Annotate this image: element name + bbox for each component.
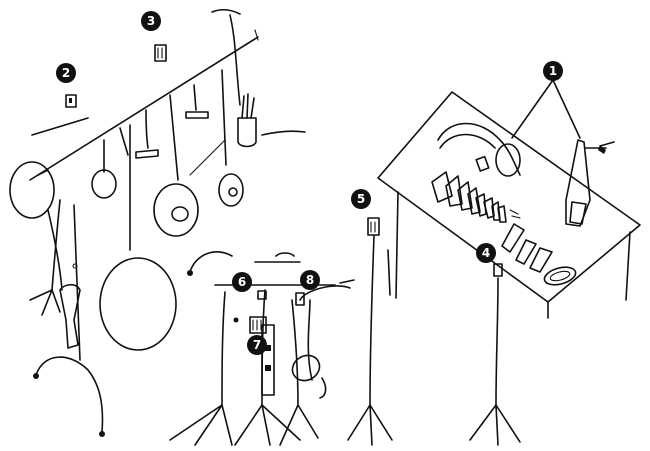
svg-text:5: 5 [357,192,365,206]
speaker-6 [257,290,267,300]
marker-2: 2 [56,63,76,83]
marker-8: 8 [300,270,320,290]
curved-handle [437,122,521,177]
marker-5: 5 [351,189,371,209]
round-pan [99,124,177,351]
vase [59,283,81,349]
svg-text:3: 3 [147,14,155,28]
sieve [91,139,117,199]
svg-text:4: 4 [482,246,490,260]
stand-5 [347,217,393,446]
control-column [261,324,275,396]
speaker-table [475,155,490,172]
svg-text:2: 2 [62,66,70,80]
speaker-8 [295,292,305,306]
marker-6: 6 [232,272,252,292]
small-pan [218,69,244,207]
utensil-holder [237,93,306,148]
svg-text:1: 1 [549,64,557,78]
speaker-3 [154,44,167,62]
spatula [185,84,209,119]
utensil-rack [9,9,306,437]
plates [501,223,553,273]
speaker-2 [65,94,77,108]
svg-text:7: 7 [253,338,261,352]
marker-1: 1 [543,61,563,81]
rack-rail-left-bracket [31,117,89,136]
graduated-blocks [431,171,521,223]
rack-rail [29,36,259,181]
oval-dish [543,266,577,286]
bottle [565,139,615,227]
marker-3: 3 [141,11,161,31]
marker-7: 7 [247,335,267,355]
left-stand [29,199,81,361]
tabletop [377,91,641,303]
speaker-7 [249,316,267,334]
ladle [135,109,159,159]
hand-mixer [291,279,355,399]
frying-pan-left [9,161,63,291]
skimmer [153,94,199,237]
rack-hanger-line [229,14,241,106]
table [377,79,641,446]
svg-text:8: 8 [306,273,314,287]
cable-left [33,356,105,437]
svg-text:6: 6 [238,275,246,289]
stand-4 [469,263,521,446]
marker-4: 4 [476,243,496,263]
